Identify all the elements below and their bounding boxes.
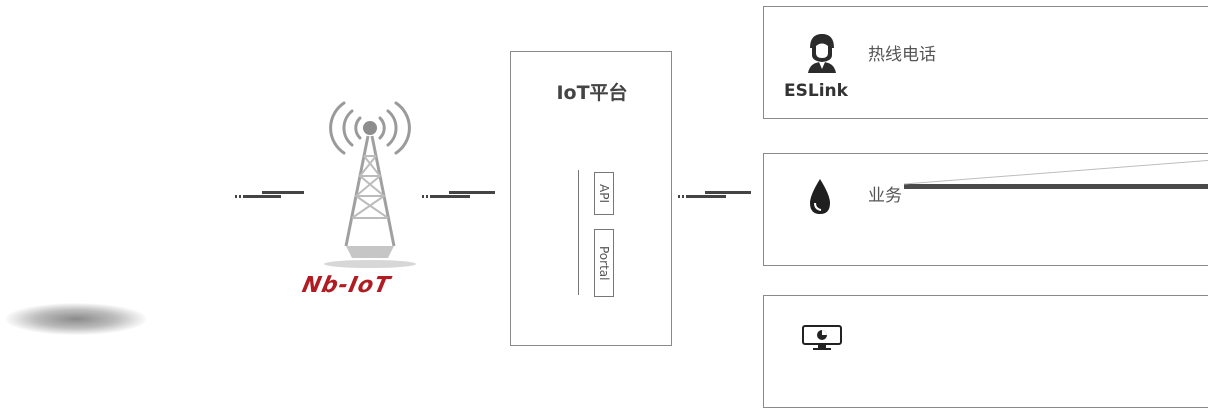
connector-right [678, 191, 758, 199]
water-drop-icon [810, 179, 830, 214]
portal-tag: Portal [594, 229, 614, 297]
connector-middle [422, 191, 502, 199]
hotline-box: 热线电话 ESLink [763, 6, 1208, 119]
nb-iot-logo: Nb-IoT [299, 273, 393, 298]
customer-service-agent-icon [808, 33, 836, 73]
business-label: 业务 [868, 186, 902, 206]
api-tag: API [594, 172, 614, 215]
iot-platform-box: IoT平台 API Portal [510, 51, 672, 346]
hotline-label: 热线电话 [868, 45, 936, 65]
monitor-chart-icon [802, 325, 842, 350]
connector-left [235, 191, 315, 199]
tower-icon [324, 101, 416, 268]
business-guide-line [904, 159, 1208, 185]
business-box: 业务 [763, 153, 1208, 266]
monitor-box [763, 295, 1208, 408]
shadow-blob [5, 303, 147, 335]
platform-title: IoT平台 [556, 82, 628, 104]
business-bar [904, 184, 1208, 189]
eslink-brand: ESLink [784, 81, 848, 101]
platform-divider [578, 170, 579, 295]
